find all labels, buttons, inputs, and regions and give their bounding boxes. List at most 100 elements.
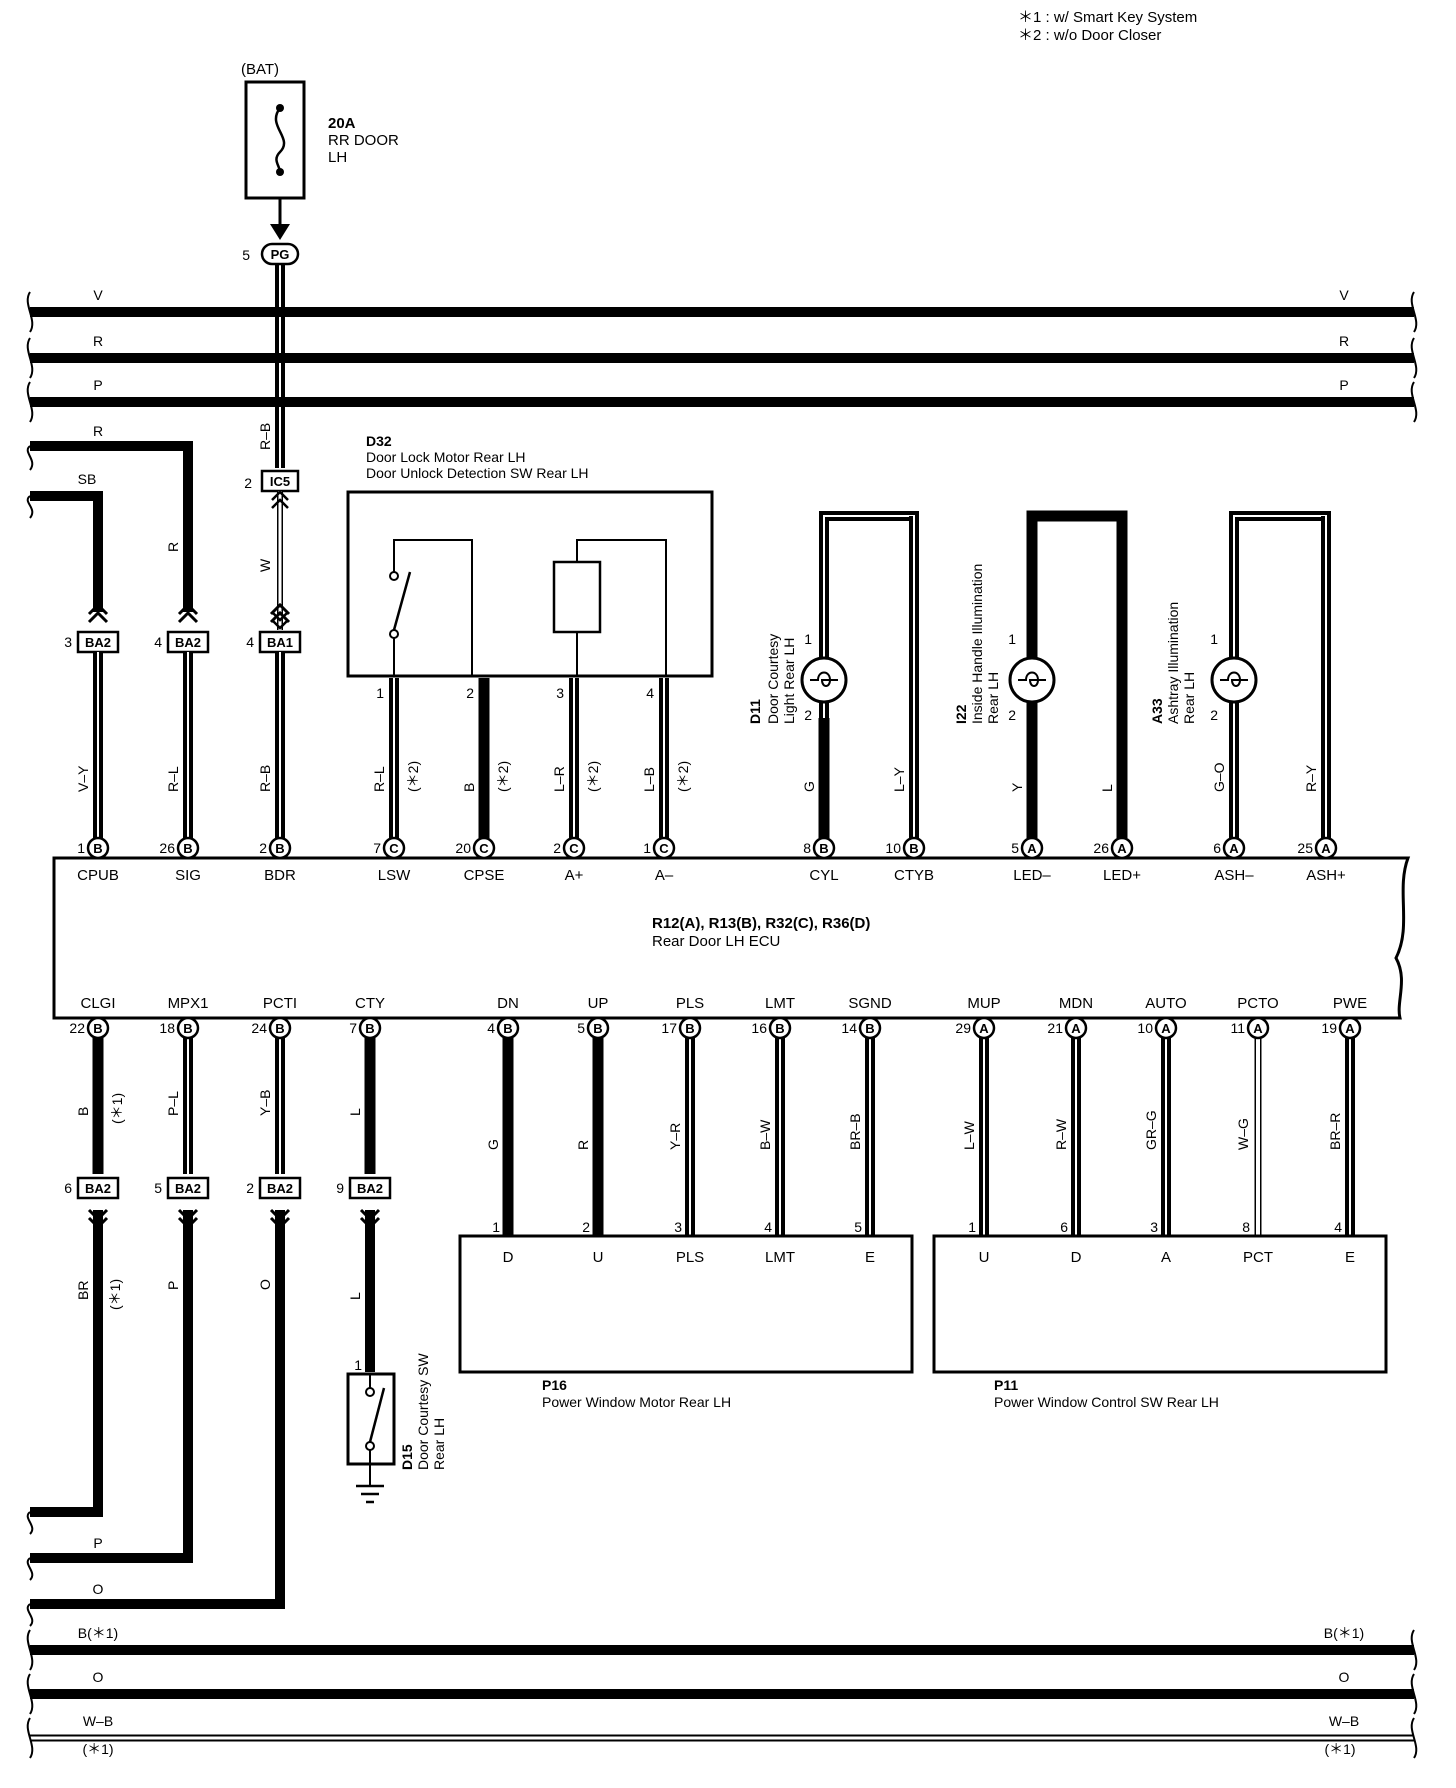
component-i22: I22 Inside Handle Illumination Rear LH 1… [953, 564, 1016, 724]
ecu-terminal-wire-color: G–O [1211, 762, 1227, 792]
fuse-element-icon [274, 107, 286, 173]
bottom-note-left: (＊1) [82, 1741, 113, 1757]
junction-lower-1-label: BA2 [85, 1181, 111, 1196]
ecu-terminal-circle-letter: B [775, 1021, 784, 1036]
d11-pin-2: 2 [804, 707, 812, 723]
ecu-terminal-circle [1246, 1016, 1270, 1040]
junction-upper-3-pin: 4 [246, 634, 254, 650]
ecu-terminal-name: ASH+ [1306, 867, 1346, 884]
ecu-terminal-circle-letter: A [1117, 841, 1127, 856]
component-d32: D32 Door Lock Motor Rear LH Door Unlock … [346, 433, 714, 701]
ecu-terminal-circle [86, 1016, 110, 1040]
ecu-terminal-pin: 2 [553, 840, 561, 856]
ecu-terminal-wire-note: (＊2) [675, 761, 691, 792]
lower-wire-p-label: P [165, 1281, 181, 1290]
bottom-bus-label-left: O [93, 1669, 104, 1685]
ecu-terminal-pin: 18 [159, 1020, 175, 1036]
component-a33: A33 Ashtray Illumination Rear LH 1 2 [1149, 602, 1218, 724]
ecu-title: R12(A), R13(B), R32(C), R36(D) [652, 915, 870, 932]
ecu-terminal-circle [972, 1016, 996, 1040]
component-p16: P16 Power Window Motor Rear LH 1D2U3PLS4… [458, 1219, 914, 1410]
ecu-terminal-wire-color: L–R [551, 766, 567, 792]
left-feed-r-label: R [93, 423, 103, 439]
ecu-terminal-wire-color: Y [1009, 782, 1025, 792]
ecu-terminal-wire-color: Y–B [257, 1090, 273, 1116]
p11-pin-label: U [979, 1249, 990, 1266]
lamp-loop-group [800, 510, 1331, 718]
feed-wire-rb-label: R–B [257, 423, 273, 450]
ecu-terminal-circle-letter: A [1071, 1021, 1081, 1036]
ecu-terminal-circle [268, 836, 292, 860]
junction-ic5: 2 IC5 [244, 469, 300, 493]
ecu-terminal-wire-color: G [801, 781, 817, 792]
ecu-terminal-circle [358, 1016, 382, 1040]
p11-pin-label: A [1161, 1249, 1171, 1266]
component-d15: L 1 D15 Door Courtesy SW Rear LH [346, 1210, 447, 1504]
p16-pin-number: 4 [764, 1219, 772, 1235]
ecu-terminal-name: SGND [848, 995, 892, 1012]
ecu-terminal-pin: 16 [751, 1020, 767, 1036]
junction-upper-3-label: BA1 [267, 635, 293, 650]
ecu-terminal-wire-color: P–L [165, 1091, 181, 1116]
ecu-terminal-pin: 1 [643, 840, 651, 856]
d32-box [346, 490, 714, 678]
ecu-terminal-circle-letter: B [183, 841, 192, 856]
ecu-terminal-wire-note: (＊2) [405, 761, 421, 792]
ecu-body [52, 856, 1411, 1020]
ecu-top-terminal-group: B1CPUBV–YB26SIGR–LB2BDRR–BC7LSWR–L(＊2)C2… [75, 761, 1346, 884]
ecu-terminal-wire-color: R–L [165, 766, 181, 792]
ecu-terminal-name: CLGI [80, 995, 115, 1012]
ecu-terminal-circle-letter: B [93, 841, 102, 856]
ecu-terminal-wire-color: B [75, 1107, 91, 1116]
ecu-terminal-circle [472, 836, 496, 860]
ecu-terminal-pin: 11 [1230, 1020, 1245, 1036]
ecu-terminal-wire-note: (＊1) [109, 1093, 125, 1124]
ecu-terminal-name: A– [655, 867, 674, 884]
p11-code: P11 [994, 1377, 1018, 1393]
p16-pin-number: 3 [674, 1219, 682, 1235]
fuse-arrow-icon [270, 224, 290, 240]
bus-break-icon [1410, 337, 1418, 379]
ecu-terminal-name: PLS [676, 995, 704, 1012]
ecu-terminal-circle-letter: B [275, 841, 284, 856]
ecu-top-wire-group [93, 516, 1331, 838]
junction-upper-3: 4 BA1 [246, 630, 302, 654]
ecu-terminal-wire-color: G [485, 1139, 501, 1150]
ecu-terminal-circle [1222, 836, 1246, 860]
lower-wire-o-label: O [257, 1279, 273, 1290]
p16-box [458, 1234, 914, 1374]
ecu-terminal-wire-color: W–G [1235, 1118, 1251, 1150]
ecu-terminal-name: CPUB [77, 867, 119, 884]
junction-lower-3-label: BA2 [267, 1181, 293, 1196]
left-feed-sb-label: SB [78, 471, 97, 487]
bottom-bus-label-right: B(＊1) [1324, 1625, 1364, 1641]
ecu-terminal-circle-letter: A [1345, 1021, 1355, 1036]
note-door-closer: ＊2 : w/o Door Closer [1018, 27, 1161, 44]
component-d11: D11 Door Courtesy Light Rear LH 1 2 [747, 631, 812, 724]
bottom-note-right: (＊1) [1324, 1741, 1355, 1757]
p16-pin-number: 5 [854, 1219, 862, 1235]
ecu-terminal-name: LED+ [1103, 867, 1141, 884]
ecu-terminal-circle-letter: B [93, 1021, 102, 1036]
ecu-terminal-pin: 5 [577, 1020, 585, 1036]
ecu-terminal-wire-color: L–Y [891, 766, 907, 792]
ecu-terminal-name: CYL [809, 867, 838, 884]
ecu-terminal-name: PCTO [1237, 995, 1278, 1012]
bus-break-icon [1410, 1629, 1418, 1671]
